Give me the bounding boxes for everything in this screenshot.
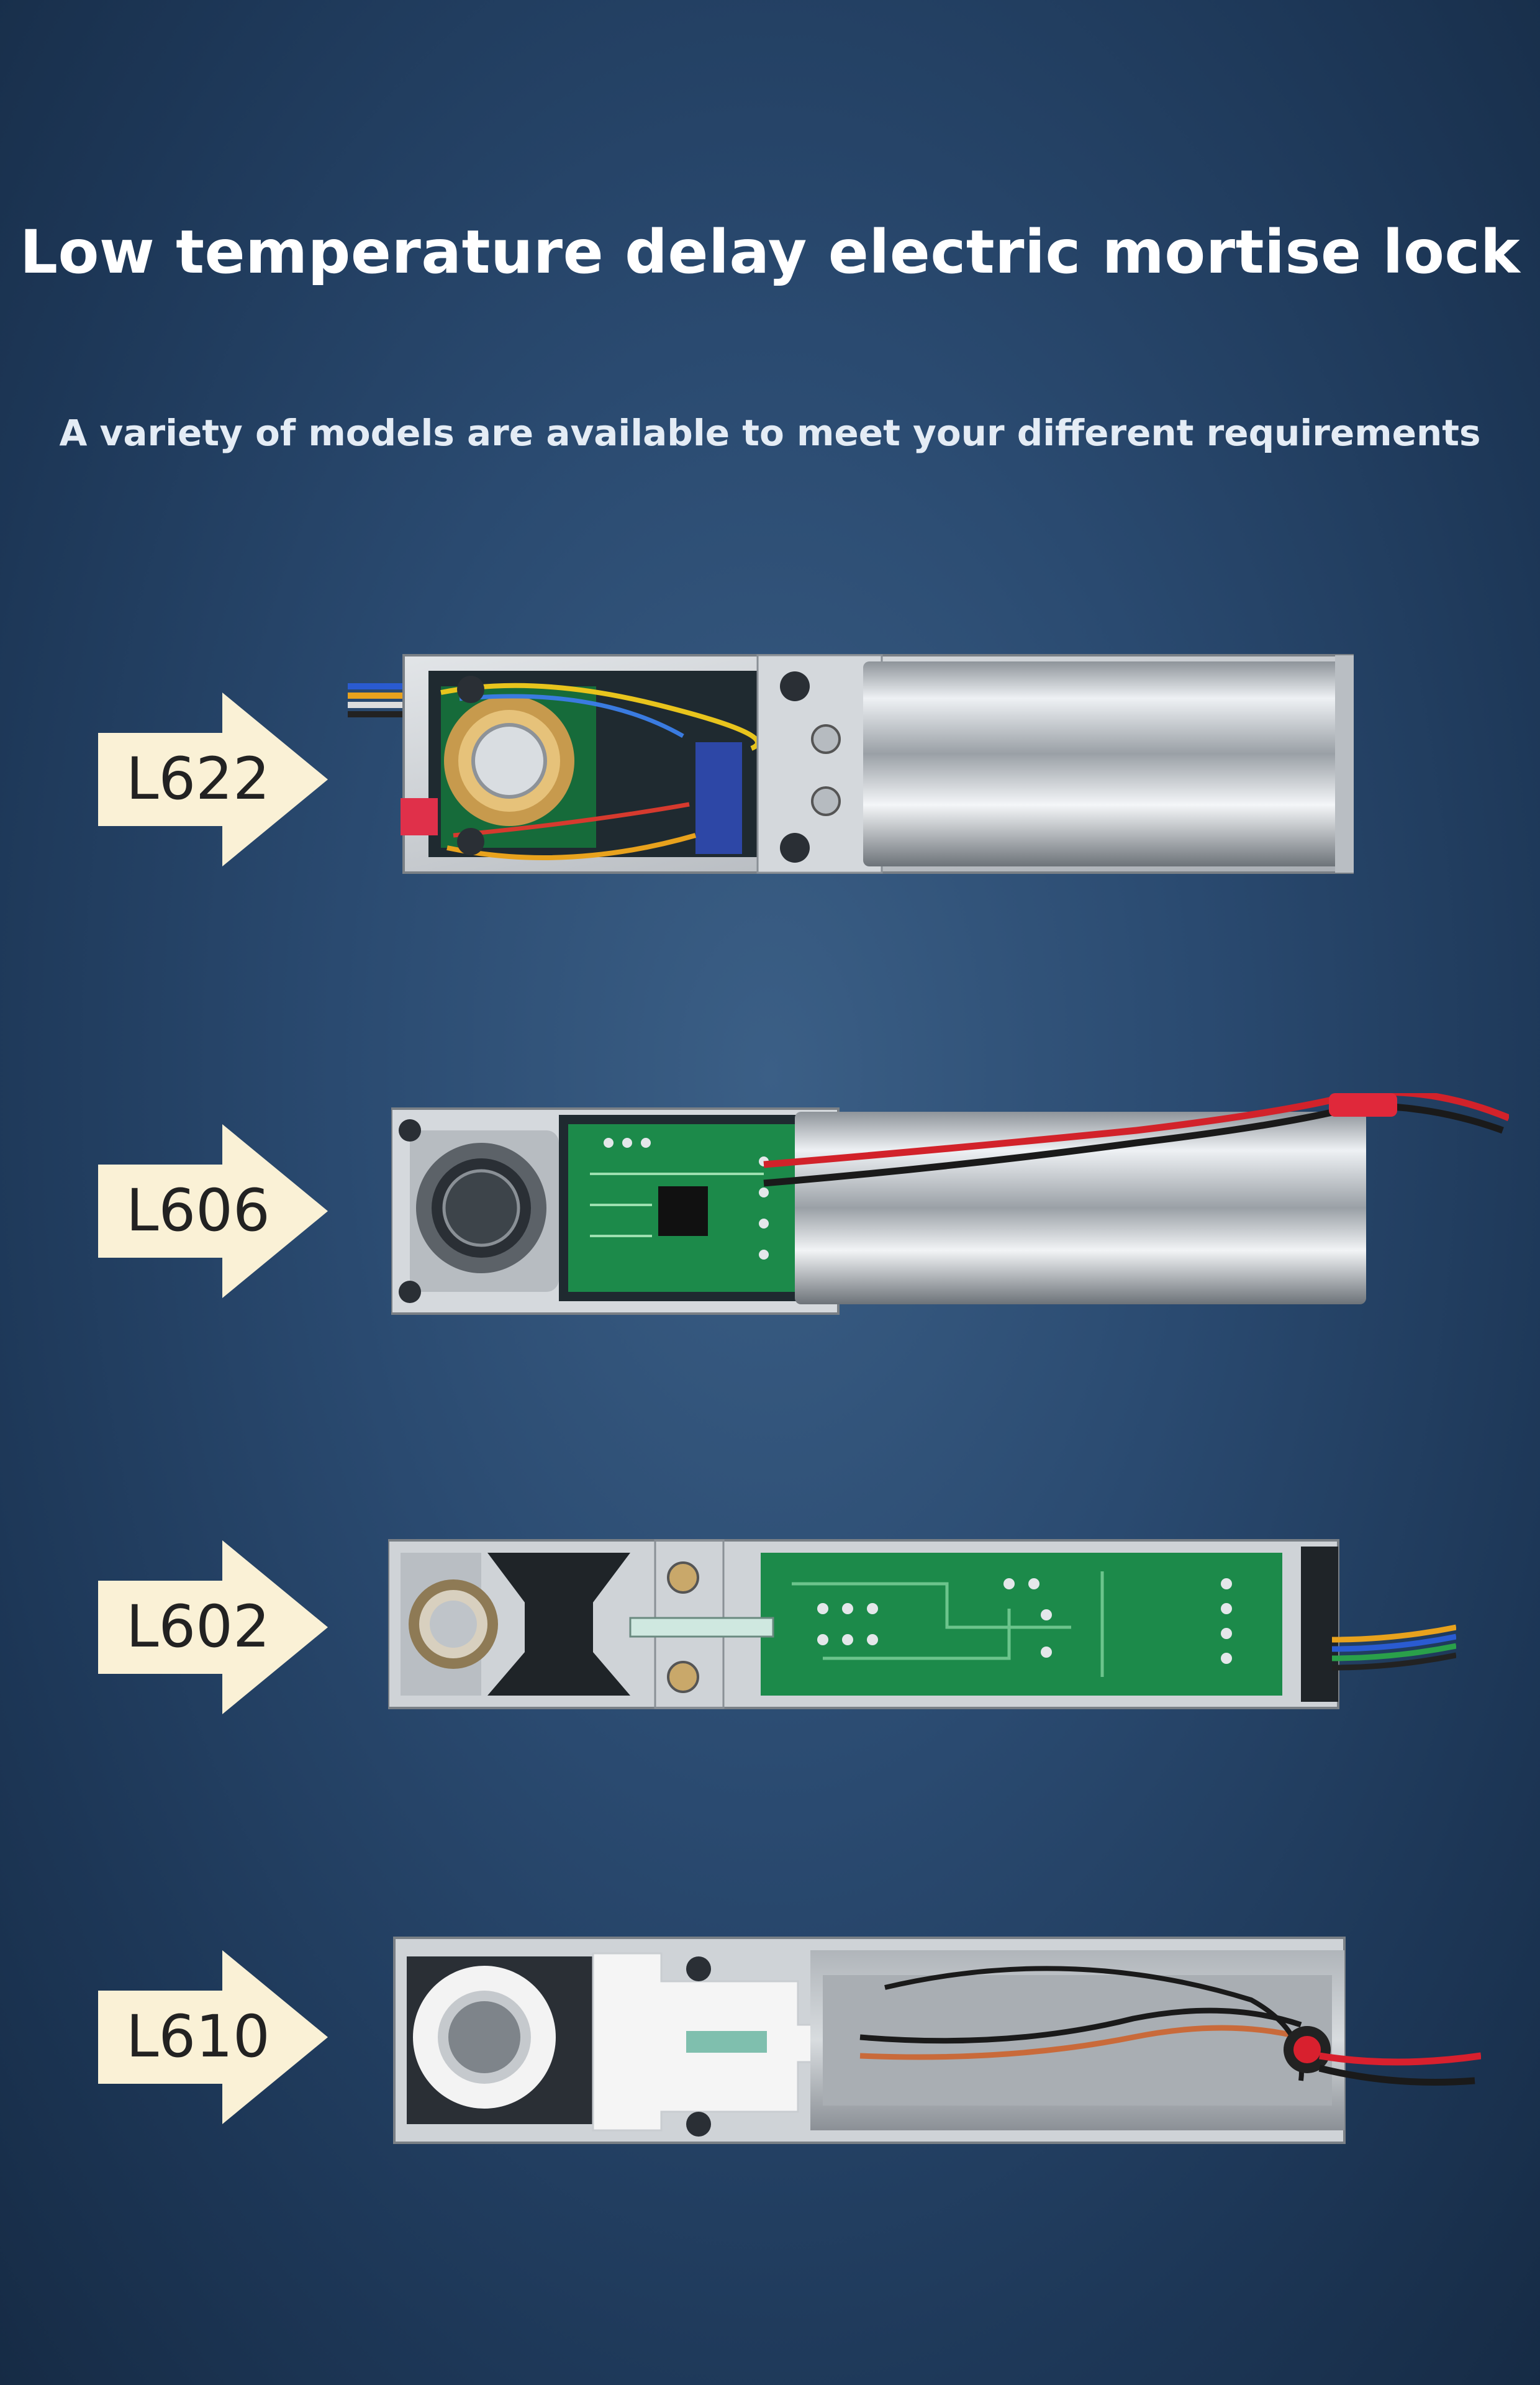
lock-image-l622: [348, 649, 1354, 897]
page-title: Low temperature delay electric mortise l…: [19, 217, 1521, 287]
model-arrow-l606: L606: [98, 1124, 328, 1298]
arrow-shape-icon: [98, 1950, 328, 2124]
page-subtitle: A variety of models are available to mee…: [59, 412, 1481, 454]
model-label: L606: [126, 1177, 270, 1245]
lock-l610-illustration: [393, 1937, 1481, 2144]
lock-image-l606: [391, 1093, 1509, 1323]
lock-l602-illustration: [388, 1539, 1456, 1709]
model-label: L622: [126, 745, 270, 813]
lock-l622-illustration: [348, 654, 1354, 874]
model-label: L610: [126, 2003, 270, 2071]
arrow-shape-icon: [98, 693, 328, 866]
model-arrow-l610: L610: [98, 1950, 328, 2124]
lock-image-l610: [388, 1932, 1481, 2155]
arrow-shape-icon: [98, 1540, 328, 1714]
model-arrow-l622: L622: [98, 693, 328, 866]
model-label: L602: [126, 1593, 270, 1661]
model-arrow-l602: L602: [98, 1540, 328, 1714]
lock-image-l602: [388, 1534, 1456, 1720]
lock-l606-illustration: [391, 1093, 1509, 1315]
arrow-shape-icon: [98, 1124, 328, 1298]
